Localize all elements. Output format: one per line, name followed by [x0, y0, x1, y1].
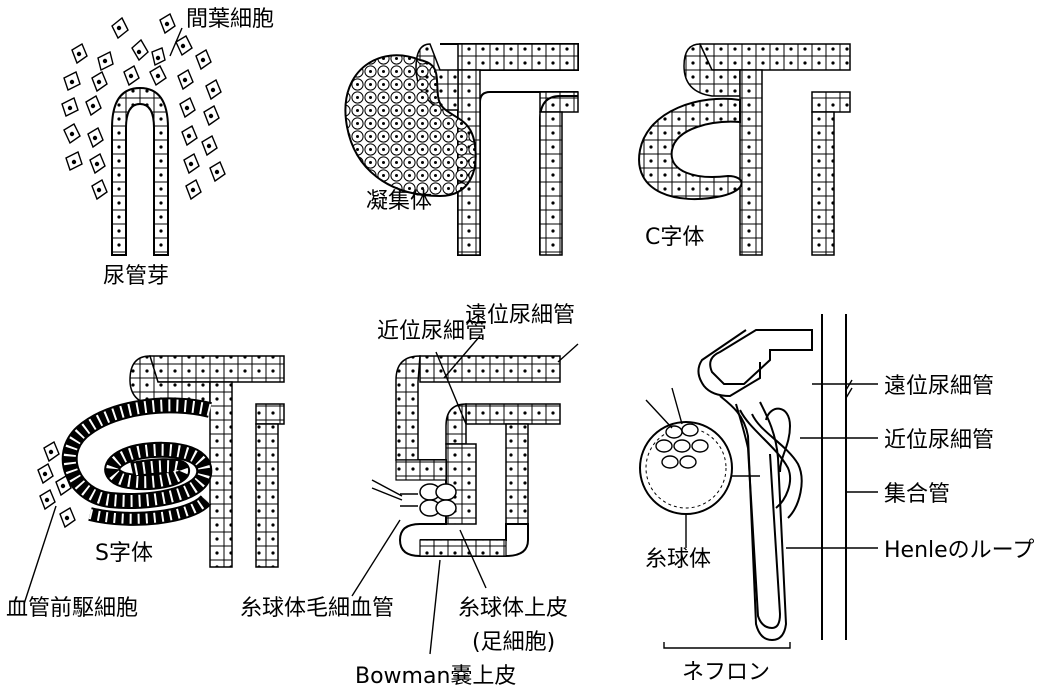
label-proximal-tubule-mid: 近位尿細管: [377, 319, 487, 344]
label-glomerular-epithelium: 糸球体上皮: [458, 596, 568, 621]
panel-mature-nephron: 遠位尿細管 近位尿細管 集合管 糸球体 Henleのループ ネフロン: [639, 314, 1034, 685]
label-proximal-tubule-right: 近位尿細管: [884, 428, 994, 453]
label-mesenchymal-cells: 間葉細胞: [186, 7, 274, 32]
mesenchymal-cells: [61, 12, 226, 201]
label-s-body: S字体: [95, 541, 153, 566]
label-collecting-duct: 集合管: [884, 482, 950, 507]
label-podocyte: (足細胞): [472, 630, 555, 655]
ureteric-bud-tube: [111, 86, 169, 256]
panel-early-nephron: 近位尿細管 遠位尿細管 糸球体毛細血管 糸球体上皮 (足細胞) Bowman嚢上…: [240, 303, 579, 689]
vascular-precursor-cells: [37, 440, 76, 529]
aggregate-blob: [344, 54, 477, 198]
glomerular-capillary-loops: [400, 483, 457, 517]
label-ureteric-bud: 尿管芽: [103, 264, 169, 289]
label-bowman-epithelium: Bowman嚢上皮: [355, 664, 516, 689]
panel-aggregate: 凝集体: [344, 43, 579, 256]
label-distal-tubule-right: 遠位尿細管: [884, 374, 994, 399]
label-loop-of-henle: Henleのループ: [884, 538, 1034, 563]
label-nephron: ネフロン: [682, 660, 770, 685]
panel-s-body: S字体 血管前駆細胞: [6, 355, 285, 621]
panel-ureteric-bud: 間葉細胞 尿管芽: [61, 7, 274, 289]
label-glomerulus: 糸球体: [645, 547, 711, 572]
label-vascular-precursor: 血管前駆細胞: [6, 596, 138, 621]
label-distal-tubule-mid: 遠位尿細管: [465, 303, 575, 328]
label-aggregate: 凝集体: [366, 189, 432, 214]
comma-body-shape: [638, 97, 743, 200]
panel-comma-body: C字体: [638, 43, 851, 256]
label-glomerular-capillary: 糸球体毛細血管: [240, 596, 394, 621]
glomerulus-tuft: [655, 423, 709, 469]
label-comma-body: C字体: [645, 225, 704, 250]
